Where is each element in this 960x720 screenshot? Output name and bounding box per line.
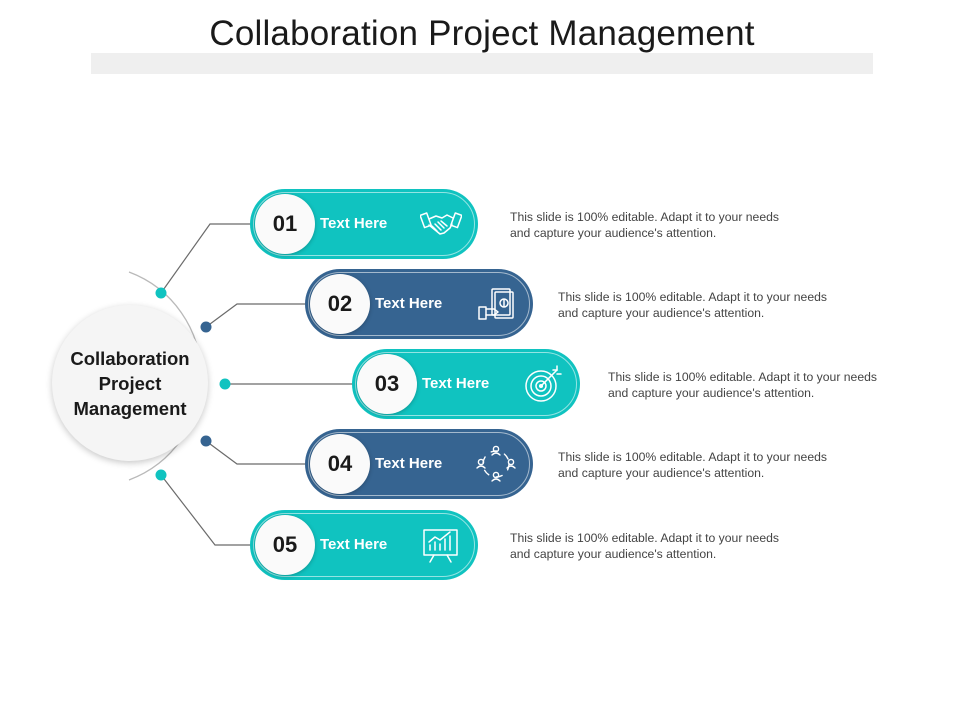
step-pill-01: 01 Text Here	[250, 189, 478, 259]
connector-01	[160, 223, 252, 294]
step-label: Text Here	[320, 215, 388, 232]
hub-label: Collaboration Project Management	[70, 347, 190, 419]
growth-chart-icon	[423, 529, 458, 563]
step-number-badge: 02	[310, 274, 370, 334]
target-icon	[525, 365, 562, 402]
handshake-icon	[420, 212, 462, 235]
connector-dot-03	[219, 378, 231, 390]
title-underline-bar	[91, 53, 873, 74]
step-number-badge: 05	[255, 515, 315, 575]
connector-02	[205, 303, 307, 328]
step-description-05: This slide is 100% editable. Adapt it to…	[510, 531, 779, 561]
step-pill-02: 02 Text Here	[305, 269, 533, 339]
step-label: Text Here	[375, 295, 443, 312]
connector-dot-02	[200, 321, 212, 333]
step-pill-04: 04 Text Here	[305, 429, 533, 499]
team-network-icon	[476, 445, 516, 482]
step-description-04: This slide is 100% editable. Adapt it to…	[558, 450, 827, 480]
step-description-03: This slide is 100% editable. Adapt it to…	[608, 370, 877, 400]
step-description-02: This slide is 100% editable. Adapt it to…	[558, 290, 827, 320]
step-label: Text Here	[422, 375, 490, 392]
step-label: Text Here	[320, 536, 388, 553]
connector-05	[160, 474, 252, 546]
step-number-badge: 01	[255, 194, 315, 254]
money-hand-icon	[478, 288, 514, 320]
center-hub: Collaboration Project Management	[52, 305, 208, 461]
page-title: Collaboration Project Management	[209, 14, 755, 53]
step-label: Text Here	[375, 455, 443, 472]
connector-04	[205, 440, 307, 465]
step-pill-03: 03 Text Here	[352, 349, 580, 419]
step-pill-05: 05 Text Here	[250, 510, 478, 580]
connector-dot-01	[155, 287, 167, 299]
connector-dot-05	[155, 469, 167, 481]
step-number-badge: 04	[310, 434, 370, 494]
step-number-badge: 03	[357, 354, 417, 414]
connector-dot-04	[200, 435, 212, 447]
step-description-01: This slide is 100% editable. Adapt it to…	[510, 210, 779, 240]
